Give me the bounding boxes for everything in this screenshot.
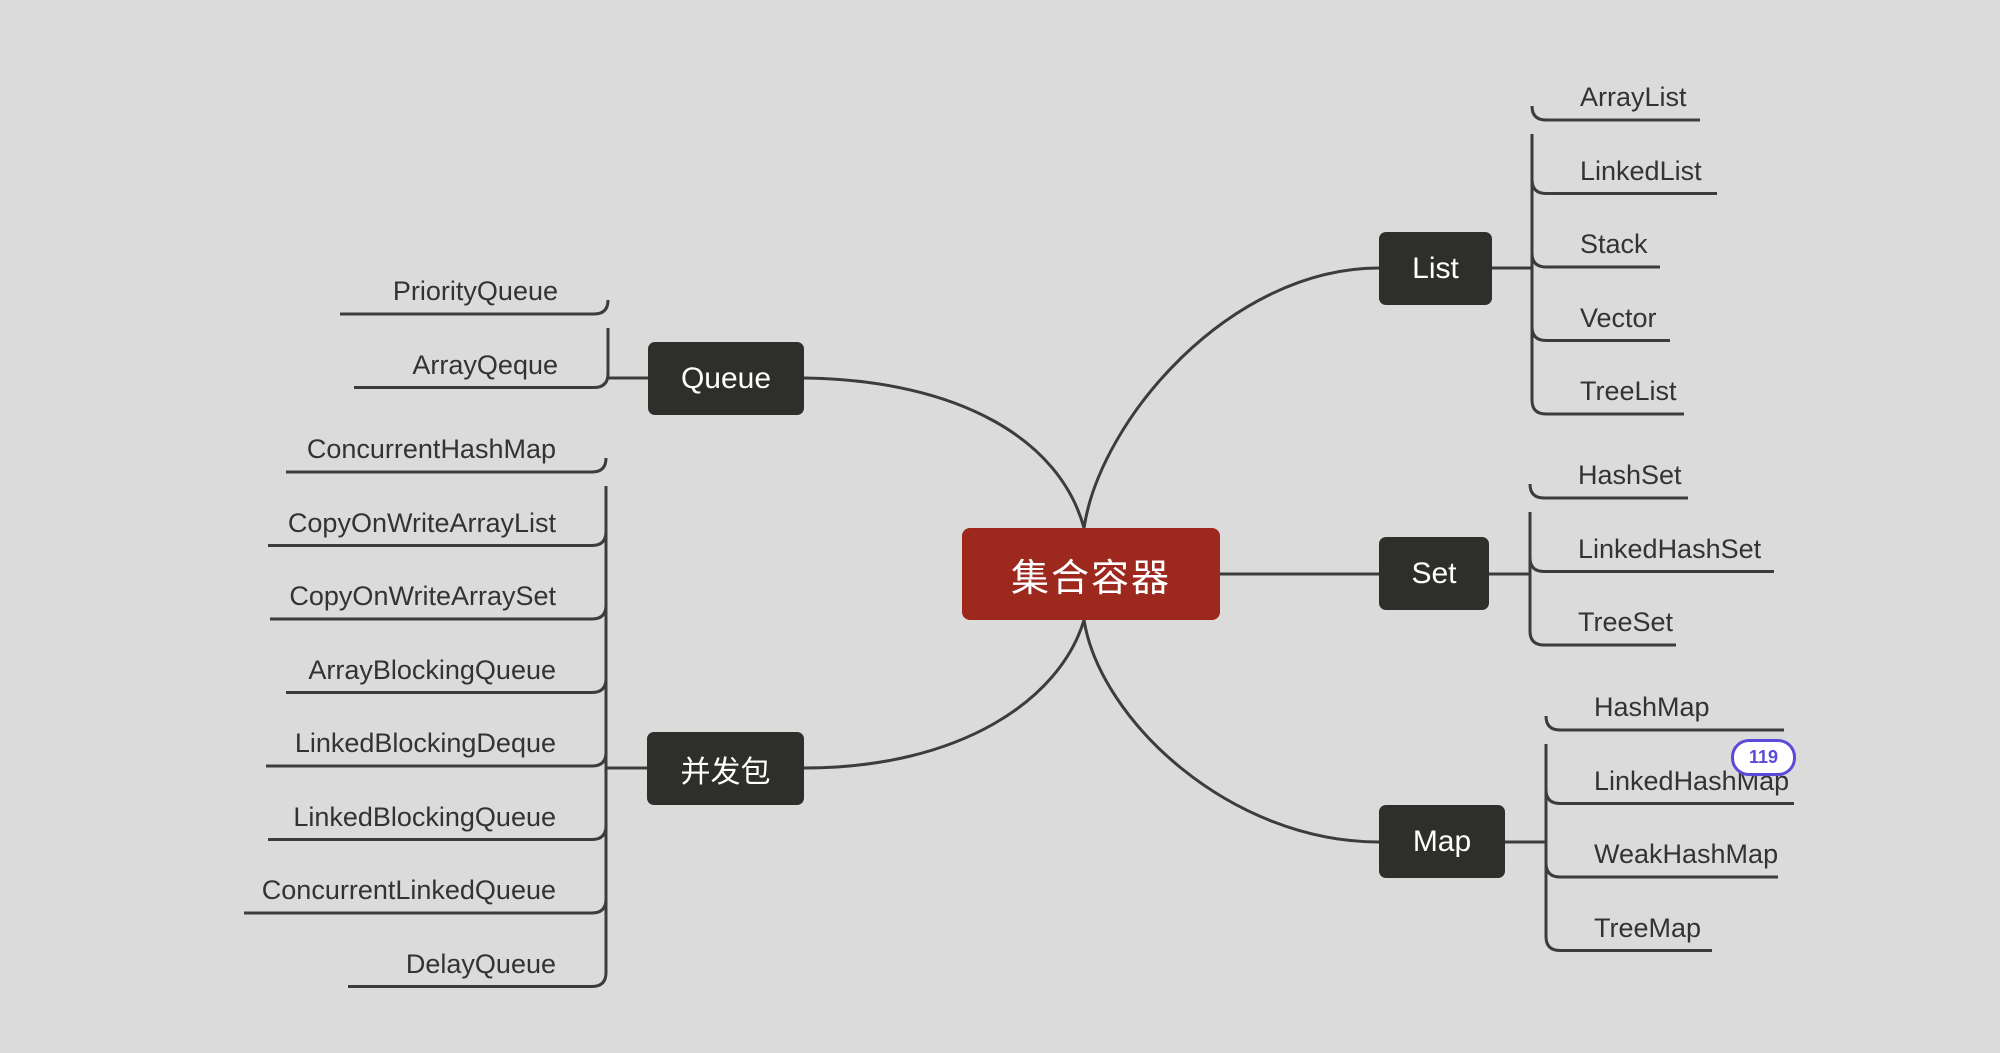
connector-concurrent-leaf xyxy=(244,898,608,915)
connector-map-leaf xyxy=(1544,936,1712,952)
connector-concurrent-leaf xyxy=(266,751,608,768)
connector-map-leaf xyxy=(1544,862,1778,879)
leaf-delayqueue[interactable]: DelayQueue xyxy=(405,948,556,979)
count-badge[interactable]: 119 xyxy=(1731,739,1796,776)
connector-concurrent-leaf xyxy=(270,604,608,621)
leaf-stack[interactable]: Stack xyxy=(1580,229,1648,259)
leaf-arrayblockingqueue[interactable]: ArrayBlockingQueue xyxy=(308,654,556,685)
leaf-linkedblockingdeque[interactable]: LinkedBlockingDeque xyxy=(294,728,556,758)
connector-center-map xyxy=(1082,619,1380,844)
connector-list-leaf xyxy=(1530,326,1670,342)
connector-set-leaf xyxy=(1528,483,1688,500)
branch-list[interactable]: List xyxy=(1379,232,1492,305)
leaf-linkedlist[interactable]: LinkedList xyxy=(1580,155,1702,186)
connector-set-leaf xyxy=(1528,557,1774,573)
connector-list-leaf xyxy=(1530,252,1660,269)
connector-center-list xyxy=(1082,266,1380,529)
connector-concurrent-leaf xyxy=(348,972,608,988)
connector-list-leaf xyxy=(1530,399,1684,416)
connector-set-leaf xyxy=(1528,630,1676,647)
leaf-arraylist[interactable]: ArrayList xyxy=(1580,82,1687,112)
connector-list-leaf xyxy=(1530,179,1717,195)
connector-queue-leaf xyxy=(354,373,610,389)
connector-concurrent-leaf xyxy=(268,531,608,547)
branch-map[interactable]: Map xyxy=(1379,805,1505,878)
leaf-treelist[interactable]: TreeList xyxy=(1580,376,1677,406)
leaf-priorityqueue[interactable]: PriorityQueue xyxy=(392,276,558,306)
leaf-concurrentlinkedqueue[interactable]: ConcurrentLinkedQueue xyxy=(261,875,556,905)
leaf-treeset[interactable]: TreeSet xyxy=(1578,607,1674,637)
leaf-copyonwritearraylist[interactable]: CopyOnWriteArrayList xyxy=(287,507,556,538)
leaf-linkedhashset[interactable]: LinkedHashSet xyxy=(1578,533,1762,564)
leaf-concurrenthashmap[interactable]: ConcurrentHashMap xyxy=(306,434,556,464)
connector-center-queue xyxy=(803,376,1086,529)
connector-queue-leaf xyxy=(340,299,610,316)
connector-map-leaf xyxy=(1544,789,1794,805)
leaf-weakhashmap[interactable]: WeakHashMap xyxy=(1594,839,1779,869)
leaf-hashmap[interactable]: HashMap xyxy=(1594,692,1710,722)
branch-queue[interactable]: Queue xyxy=(648,342,804,415)
connector-map-leaf xyxy=(1544,715,1784,732)
connector-concurrent-leaf xyxy=(268,825,608,841)
connector-concurrent-leaf xyxy=(286,678,608,694)
connector-list-leaf xyxy=(1530,105,1700,122)
leaf-hashset[interactable]: HashSet xyxy=(1578,460,1682,490)
leaf-treemap[interactable]: TreeMap xyxy=(1594,912,1702,943)
leaf-copyonwritearrayset[interactable]: CopyOnWriteArraySet xyxy=(289,581,556,611)
connector-center-concurrent xyxy=(803,619,1086,770)
center-topic[interactable]: 集合容器 xyxy=(962,528,1220,620)
branch-concurrent[interactable]: 并发包 xyxy=(647,732,804,805)
leaf-linkedblockingqueue[interactable]: LinkedBlockingQueue xyxy=(293,801,556,832)
leaf-vector[interactable]: Vector xyxy=(1580,302,1657,333)
connector-concurrent-leaf xyxy=(286,457,608,474)
branch-set[interactable]: Set xyxy=(1379,537,1489,610)
leaf-arrayqeque[interactable]: ArrayQeque xyxy=(412,349,558,380)
